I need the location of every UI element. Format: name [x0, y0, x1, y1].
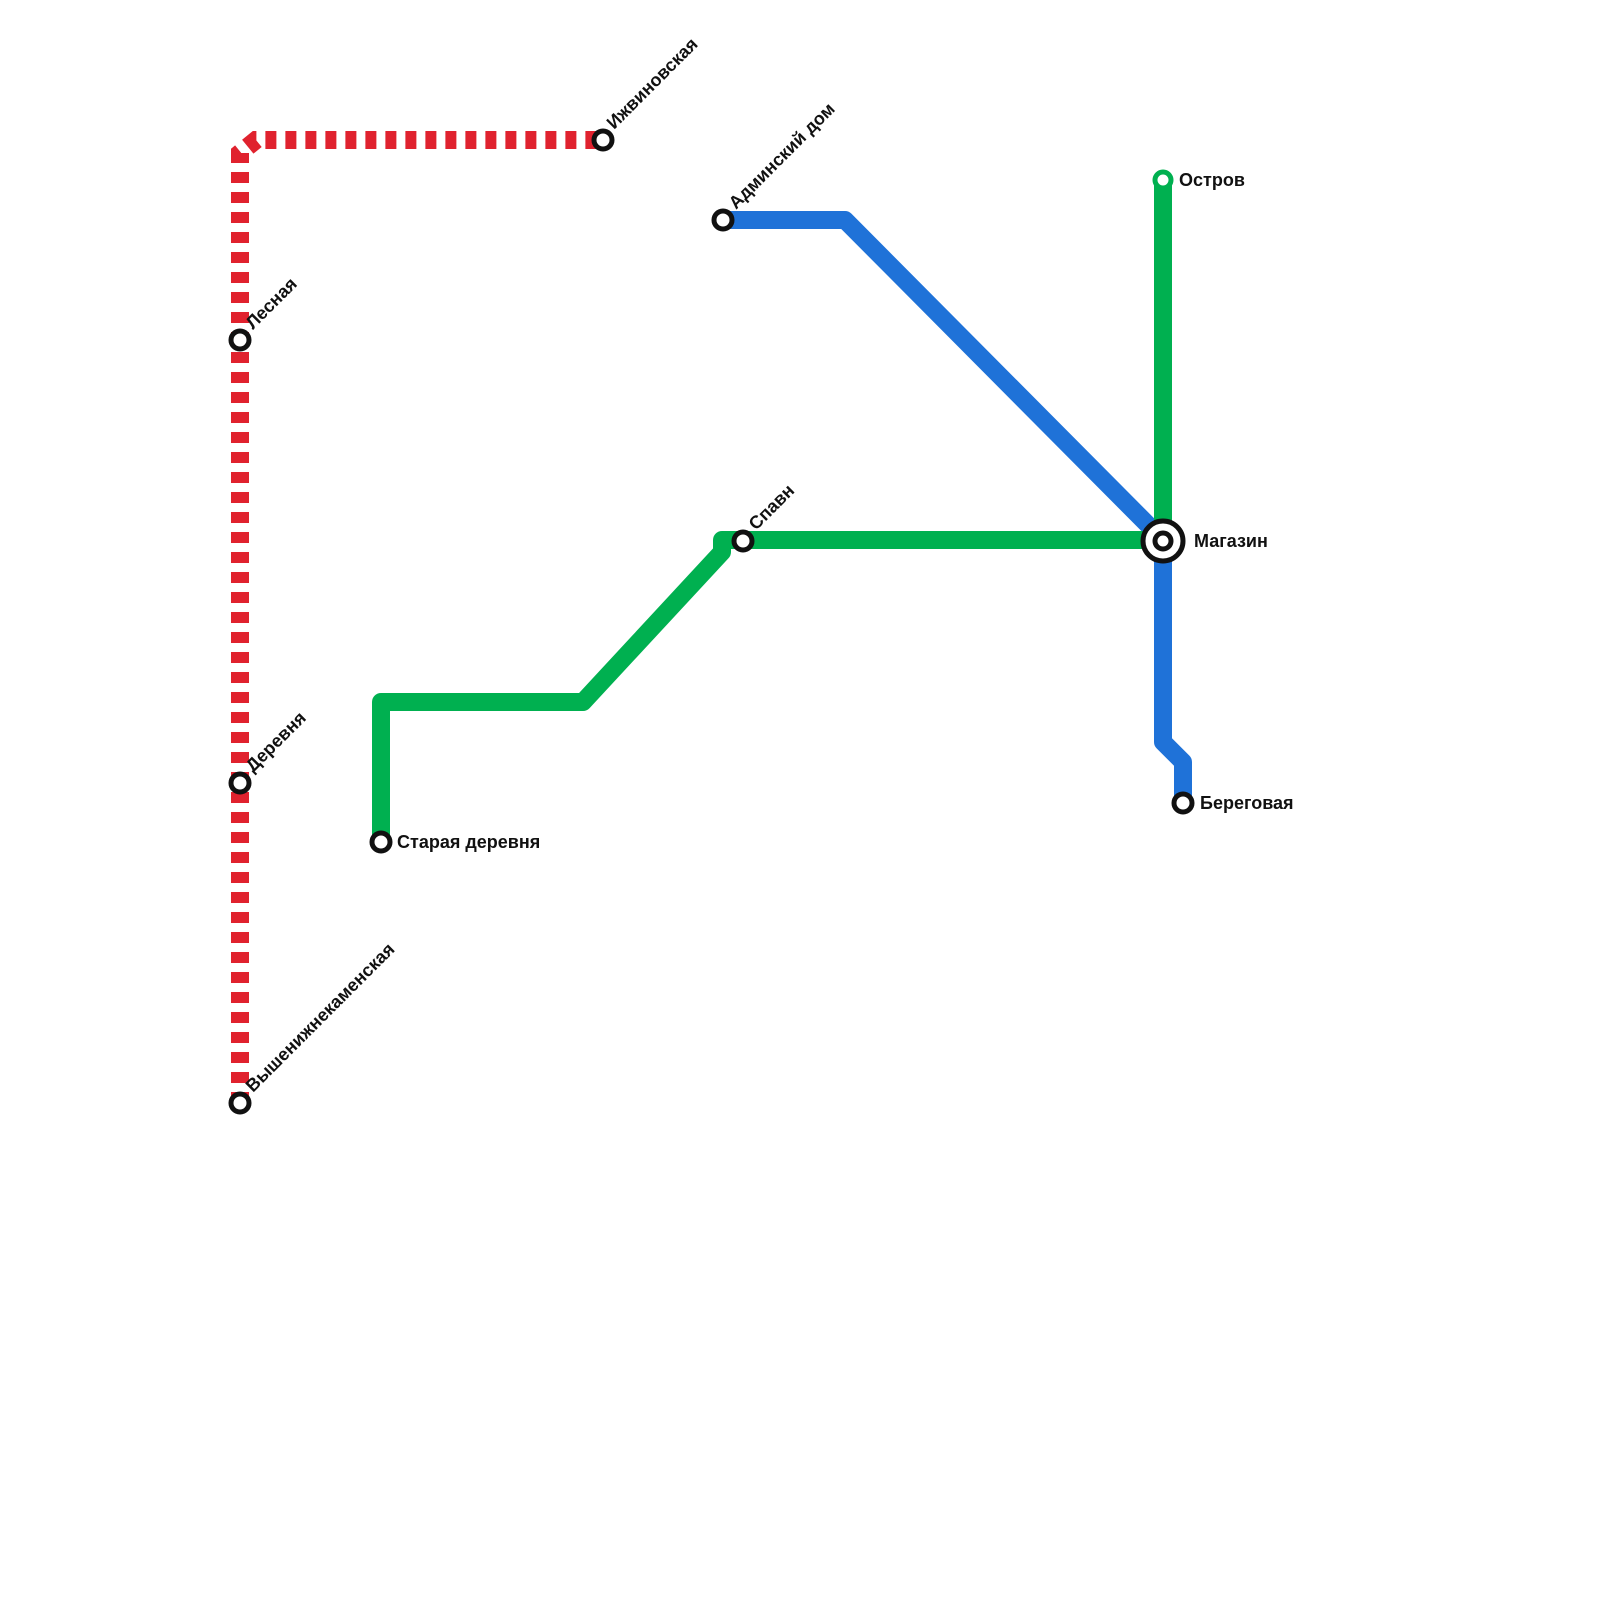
- station-beregovaya-marker[interactable]: [1171, 791, 1195, 815]
- station-adminsky-dom-label: Админский дом: [725, 99, 839, 213]
- station-beregovaya-label: Береговая: [1200, 793, 1294, 813]
- station-staraya-derevnya-marker[interactable]: [369, 830, 393, 854]
- red-line: [231, 131, 603, 1103]
- station-derevnya-marker[interactable]: [228, 771, 252, 795]
- station-derevnya-label: Деревня: [242, 708, 310, 776]
- station-izhvinovskaya-marker[interactable]: [591, 128, 615, 152]
- station-ostrov-label: Остров: [1179, 170, 1245, 190]
- station-magazin-interchange-marker[interactable]: [1140, 518, 1186, 564]
- station-staraya-derevnya-label: Старая деревня: [397, 832, 540, 852]
- station-vyshenizhnekamenskaya-label: Вышенижнекаменская: [242, 939, 399, 1096]
- station-ostrov-marker[interactable]: [1152, 169, 1174, 191]
- station-spavn-label: Спавн: [745, 480, 799, 534]
- station-vyshenizhnekamenskaya-marker[interactable]: [228, 1091, 252, 1115]
- station-lesnaya-label: Лесная: [242, 274, 301, 333]
- station-lesnaya-marker[interactable]: [228, 328, 252, 352]
- station-izhvinovskaya-label: Ижвиновская: [603, 34, 702, 133]
- station-spavn-marker[interactable]: [731, 529, 755, 553]
- station-magazin-label: Магазин: [1194, 531, 1268, 551]
- station-adminsky-dom-marker[interactable]: [711, 208, 735, 232]
- blue-line: [714, 211, 1192, 812]
